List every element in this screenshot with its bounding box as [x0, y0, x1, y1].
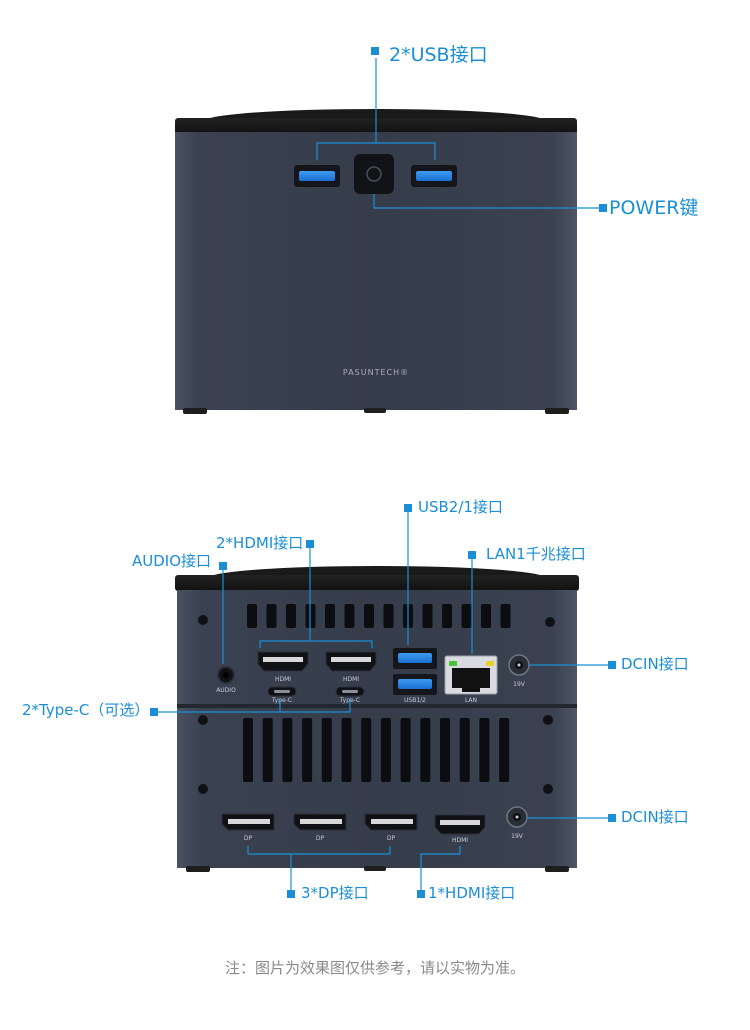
- vent-slot: [459, 718, 470, 782]
- dc-bottom-label: 19V: [511, 833, 524, 840]
- dp-c-label: DP: [387, 835, 396, 842]
- hdmi1-callout-label: 1*HDMI接口: [428, 884, 516, 902]
- usb-port-label: USB1/2: [404, 697, 426, 704]
- hdmi-a-label: HDMI: [275, 676, 291, 683]
- vent-slot: [383, 604, 394, 628]
- dp-a-label: DP: [244, 835, 253, 842]
- dc-jack-bottom: 19V: [506, 806, 528, 840]
- vent-slot: [499, 718, 510, 782]
- upper-vent-grille: [247, 604, 511, 628]
- vent-slot: [247, 604, 257, 628]
- vent-slot: [266, 604, 277, 628]
- hdmi-port-b: HDMI: [325, 651, 377, 683]
- rear-usb-port-top: [393, 648, 437, 669]
- dcin-bottom-callout-label: DCIN接口: [621, 808, 689, 826]
- usb-callout-label: 2*USB接口: [389, 44, 488, 66]
- dc-jack-top: 19V: [508, 654, 530, 688]
- rear-callout-lines: [157, 509, 609, 893]
- usb2-callout-label: USB2/1接口: [418, 498, 503, 516]
- typec-callout-label: 2*Type-C（可选）: [22, 701, 150, 719]
- vent-slot: [400, 718, 411, 782]
- vent-slot: [440, 718, 450, 782]
- vent-slot: [302, 718, 313, 782]
- vent-slot: [243, 718, 253, 782]
- vent-slot: [321, 718, 332, 782]
- front-usb-port-right: [411, 165, 457, 187]
- vent-slot: [481, 604, 491, 628]
- rear-lower-panel: [177, 708, 577, 868]
- footer-disclaimer: 注：图片为效果图仅供参考，请以实物为准。: [224, 959, 525, 977]
- dp-b-label: DP: [316, 835, 325, 842]
- lan-port-label: LAN: [465, 697, 477, 704]
- lan-port: LAN: [444, 655, 498, 704]
- lower-vent-grille: [243, 718, 510, 782]
- power-button: [354, 154, 394, 194]
- brand-logo: PASUNTECH®: [343, 368, 409, 377]
- front-device: PASUNTECH®: [175, 109, 577, 414]
- front-usb-port-left: [294, 165, 340, 187]
- audio-port-label: AUDIO: [216, 687, 236, 694]
- rear-device: AUDIO HDMI HDMI Type-C Type-C: [175, 566, 579, 872]
- dp-callout-label: 3*DP接口: [301, 884, 369, 902]
- hdmi-b-label: HDMI: [343, 676, 359, 683]
- vent-slot: [422, 604, 433, 628]
- typec-a-label: Type-C: [271, 697, 292, 704]
- vent-slot: [282, 718, 293, 782]
- audio-jack: AUDIO: [216, 666, 236, 694]
- audio-callout-label: AUDIO接口: [132, 552, 212, 570]
- vent-slot: [344, 604, 355, 628]
- power-callout-label: POWER键: [609, 197, 699, 219]
- rear-usb-port-bottom: [393, 674, 437, 695]
- vent-slot: [325, 604, 335, 628]
- hdmi-bottom-label: HDMI: [452, 837, 468, 844]
- vent-slot: [364, 604, 374, 628]
- lan-callout-label: LAN1千兆接口: [486, 545, 586, 563]
- vent-slot: [461, 604, 472, 628]
- vent-slot: [479, 718, 490, 782]
- vent-slot: [500, 604, 511, 628]
- vent-slot: [380, 718, 391, 782]
- vent-slot: [361, 718, 372, 782]
- vent-slot: [442, 604, 452, 628]
- typec-port-a: Type-C: [267, 686, 297, 704]
- vent-slot: [420, 718, 431, 782]
- dc-top-label: 19V: [513, 681, 526, 688]
- dp-port-c: DP: [364, 813, 418, 842]
- hdmi2-callout-label: 2*HDMI接口: [216, 534, 304, 552]
- dp-port-a: DP: [221, 813, 275, 842]
- hdmi-port-bottom: HDMI: [434, 814, 486, 844]
- vent-slot: [286, 604, 296, 628]
- vent-slot: [262, 718, 273, 782]
- dcin-top-callout-label: DCIN接口: [621, 655, 689, 673]
- dp-port-b: DP: [293, 813, 347, 842]
- front-callout-lines: [316, 58, 600, 209]
- vent-slot: [341, 718, 352, 782]
- hdmi-port-a: HDMI: [257, 651, 309, 683]
